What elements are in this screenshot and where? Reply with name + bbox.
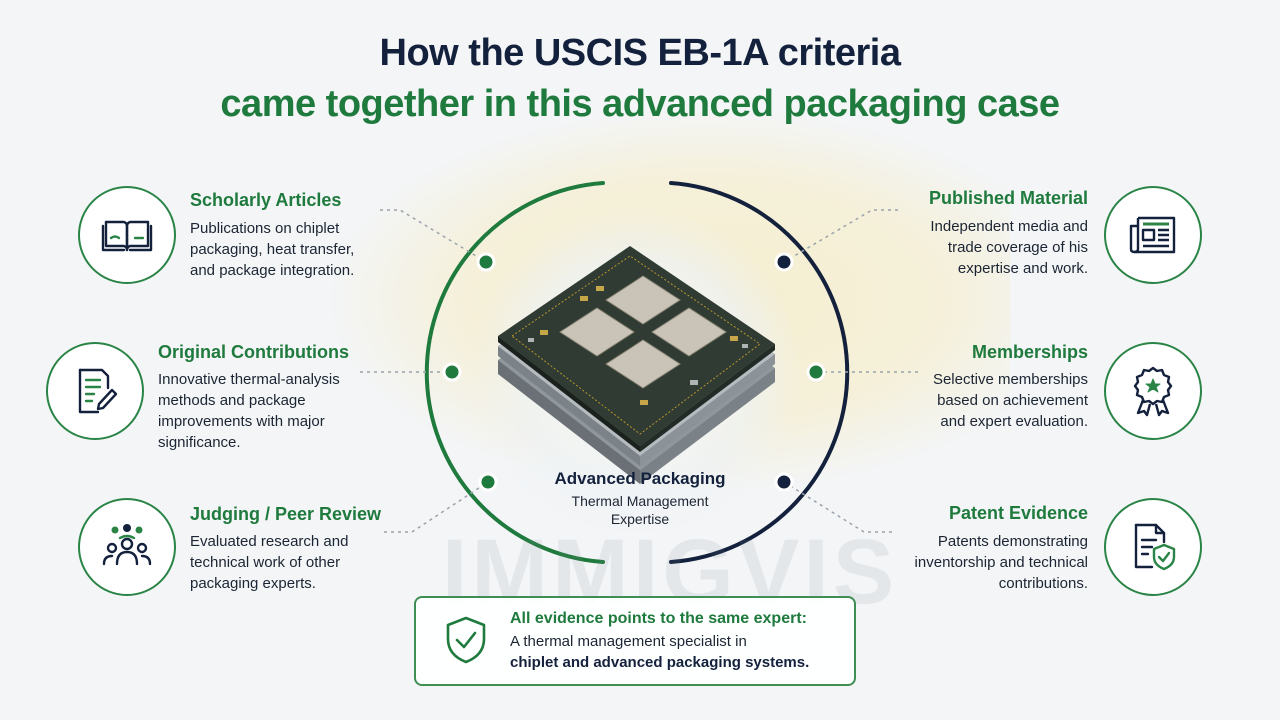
patent-document-icon (1134, 523, 1176, 571)
criterion-title: Original Contributions (158, 342, 349, 362)
left-arc (424, 181, 605, 564)
criterion-title: Scholarly Articles (190, 190, 342, 210)
dot-scholarly (476, 252, 496, 272)
connector-scholarly (380, 209, 487, 263)
criterion-title: Judging / Peer Review (190, 504, 382, 524)
center-subtitle: Thermal Management Expertise (571, 493, 709, 527)
criterion-description: Evaluated research and technical work of… (190, 533, 349, 592)
summary-box: All evidence points to the same expert: … (414, 596, 856, 686)
criterion-description: Patents demonstrating inventorship and t… (914, 533, 1088, 592)
document-pen-icon (78, 368, 118, 414)
page-subtitle: came together in this advanced packaging… (220, 83, 1060, 125)
dot-judging (478, 472, 498, 492)
patent-evidence-node (1104, 498, 1202, 596)
original-contributions-node (46, 342, 144, 440)
criterion-title: Patent Evidence (948, 503, 1088, 523)
chip-illustration (498, 246, 775, 484)
judging-peer-review-node (78, 498, 176, 596)
criterion-description: Selective memberships based on achieveme… (932, 371, 1088, 430)
connector-patent (783, 481, 892, 533)
criterion-description: Independent media and trade coverage of … (930, 218, 1088, 277)
dot-patent (774, 472, 794, 492)
dot-published (774, 252, 794, 272)
group-people-icon (102, 524, 152, 566)
connector-judging (384, 481, 489, 533)
open-book-icon (101, 220, 153, 252)
summary-line-2: chiplet and advanced packaging systems. (510, 654, 810, 671)
summary-line-1: A thermal management specialist in (510, 633, 747, 650)
connector-published (783, 209, 898, 263)
published-material-node (1104, 186, 1202, 284)
memberships-node (1104, 342, 1202, 440)
dot-memberships (806, 362, 826, 382)
center-title: Advanced Packaging (554, 469, 726, 488)
scholarly-articles-node (78, 186, 176, 284)
page-title: How the USCIS EB-1A criteria (379, 32, 901, 74)
shield-check-icon (446, 616, 486, 664)
criterion-title: Memberships (971, 342, 1088, 362)
criterion-description: Innovative thermal-analysis methods and … (158, 371, 340, 451)
dot-contributions (442, 362, 462, 382)
criterion-title: Published Material (928, 188, 1088, 208)
summary-title: All evidence points to the same expert: (510, 610, 807, 627)
criterion-description: Publications on chiplet packaging, heat … (190, 220, 355, 279)
newspaper-icon (1129, 216, 1176, 254)
award-badge-icon (1133, 366, 1173, 417)
